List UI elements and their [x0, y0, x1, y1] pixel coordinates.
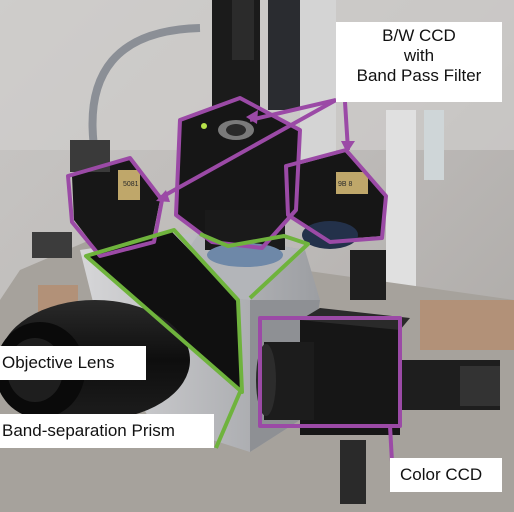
right-camera-marking: 9B 8 [338, 181, 353, 188]
color-ccd-camera [300, 320, 400, 435]
cable [88, 24, 201, 161]
bw-camera-left-outline [66, 156, 164, 258]
prism-outline [84, 228, 244, 394]
purple-arrowheads [156, 110, 355, 202]
bw-camera-top-outline [174, 96, 302, 250]
color-ccd-outline [258, 316, 402, 428]
objective-lens-label: Objective Lens [0, 346, 146, 380]
bw-ccd-label: B/W CCD with Band Pass Filter [336, 22, 502, 102]
band-separation-prism-label: Band-separation Prism [0, 414, 214, 448]
bw-ccd-label-line-2: with [403, 46, 435, 65]
bw-ccd-label-line-1: B/W CCD [382, 26, 456, 45]
left-camera-marking: 5081 [123, 181, 139, 188]
knob [340, 440, 366, 504]
green-callouts [84, 228, 310, 449]
bw-ccd-label-line-3: Band Pass Filter [356, 66, 482, 85]
prism-face [88, 232, 240, 390]
color-ccd-label: Color CCD [390, 458, 502, 492]
